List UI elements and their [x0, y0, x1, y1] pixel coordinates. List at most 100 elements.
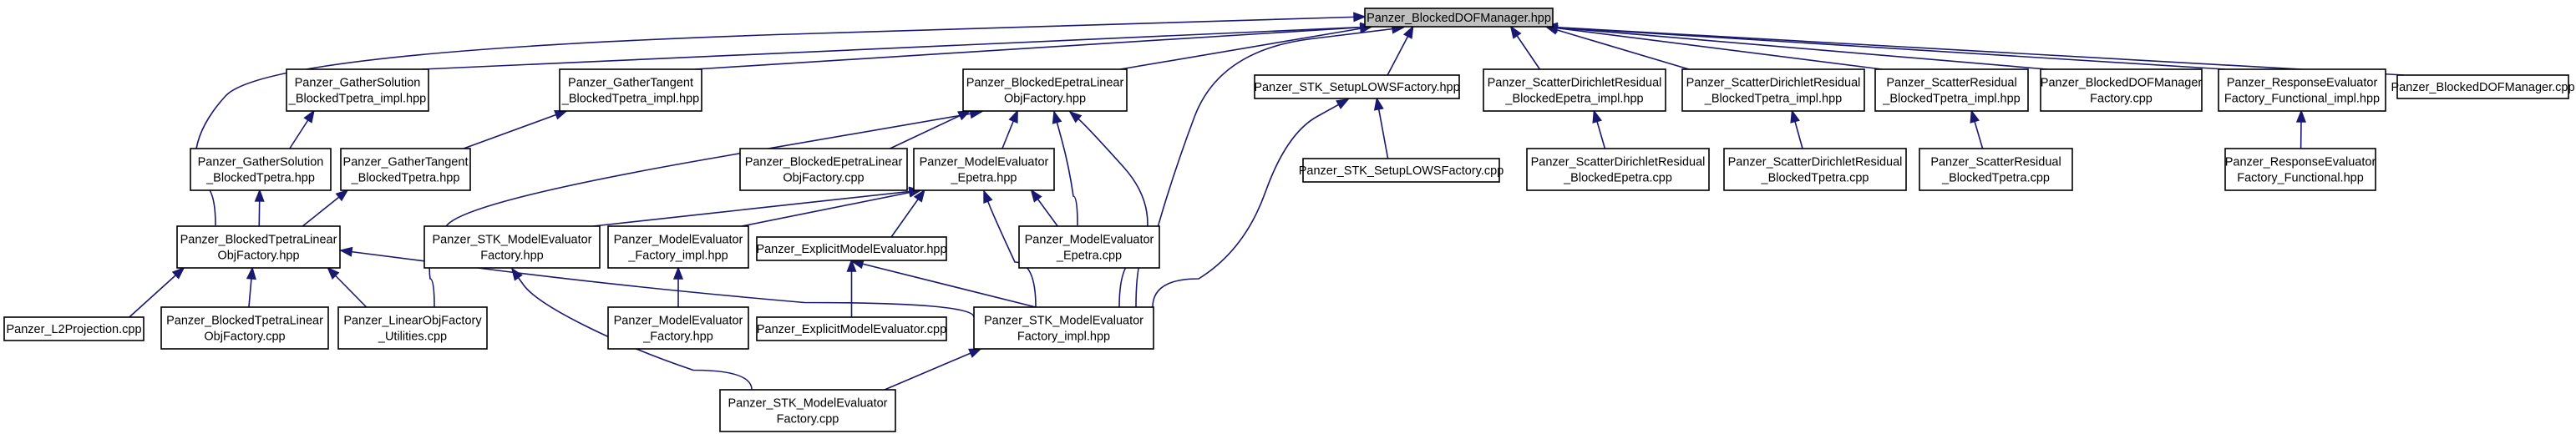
node-resp-eval-hpp[interactable]: Panzer_ResponseEvaluatorFactory_Function… [2224, 148, 2376, 191]
arrowhead [913, 189, 925, 203]
node-scatter-dir-tpetra-cpp[interactable]: Panzer_ScatterDirichletResidual_BlockedT… [1723, 148, 1907, 191]
node-box [176, 225, 341, 269]
arrowhead [2295, 109, 2306, 123]
node-label-line: Panzer_BlockedTpetraLinear [166, 315, 323, 328]
node-stk-lows[interactable]: Panzer_STK_SetupLOWSFactory.hpp [1254, 74, 1460, 99]
node-label-line: ObjFactory.hpp [1004, 93, 1086, 106]
arrowhead [1373, 97, 1384, 111]
node-label-line: Panzer_STK_SetupLOWSFactory.hpp [1254, 81, 1459, 94]
node-box [1681, 68, 1865, 112]
arrowhead [171, 266, 185, 280]
edge-gs_impl-to-root [421, 22, 1373, 70]
edge-scatter_dir_epetra_cpp-to-scatter_dir_epetra_impl [1592, 109, 1606, 149]
node-box [340, 148, 471, 191]
node-label-line: Panzer_L2Projection.cpp [6, 323, 141, 336]
edge-explicit_me_hpp-to-me_epetra_hpp [890, 189, 925, 238]
node-box [739, 148, 908, 191]
edge-bdof_cpp-to-root [1544, 22, 2405, 76]
node-me-factory-impl[interactable]: Panzer_ModelEvaluator_Factory_impl.hpp [607, 225, 749, 269]
node-label-line: Panzer_ResponseEvaluator [2227, 77, 2378, 90]
edge-stk_me_factory_hpp-to-me_epetra_hpp [592, 186, 922, 227]
node-box [160, 306, 329, 350]
node-scatter-dir-epetra-cpp[interactable]: Panzer_ScatterDirichletResidual_BlockedE… [1526, 148, 1710, 191]
node-me-factory-hpp[interactable]: Panzer_ModelEvaluator_Factory.hpp [607, 306, 749, 350]
node-box [1254, 74, 1460, 99]
node-box [1364, 8, 1554, 28]
node-label-line: ObjFactory.hpp [217, 250, 299, 263]
node-lof-util-cpp[interactable]: Panzer_LinearObjFactory_Utilities.cpp [337, 306, 488, 350]
node-gs-impl[interactable]: Panzer_GatherSolution_BlockedTpetra_impl… [286, 68, 429, 112]
edge-resp_eval_hpp-to-resp_eval_impl [2295, 109, 2306, 149]
node-scatter-res-tpetra-cpp[interactable]: Panzer_ScatterResidual_BlockedTpetra.cpp [1919, 148, 2073, 191]
node-gs-hpp[interactable]: Panzer_GatherSolution_BlockedTpetra.hpp [190, 148, 332, 191]
node-stk-me-factory-impl[interactable]: Panzer_STK_ModelEvaluatorFactory_impl.hp… [973, 306, 1154, 350]
edge-scatter_dir_epetra_impl-to-root [1509, 25, 1541, 70]
arrowhead [1970, 109, 1980, 124]
edge-stk_me_factory_impl-to-me_epetra_hpp [983, 189, 1037, 308]
edge-lof_util_cpp-to-btpetra_lof [327, 266, 368, 308]
node-bdof-cpp[interactable]: Panzer_BlockedDOFManager.cpp [2391, 74, 2575, 99]
node-gt-hpp[interactable]: Panzer_GatherTangent_BlockedTpetra.hpp [340, 148, 471, 191]
arrowhead [335, 189, 349, 202]
arrowhead [846, 259, 857, 272]
node-label-line: Panzer_BlockedTpetraLinear [180, 234, 337, 247]
node-label-line: Panzer_GatherSolution [295, 77, 421, 90]
node-box [962, 68, 1128, 112]
arrowhead [1592, 109, 1602, 124]
node-layer: Panzer_BlockedDOFManager.hppPanzer_Gathe… [3, 8, 2575, 432]
node-scatter-res-tpetra-impl[interactable]: Panzer_ScatterResidual_BlockedTpetra_imp… [1874, 68, 2029, 112]
node-scatter-dir-tpetra-impl[interactable]: Panzer_ScatterDirichletResidual_BlockedT… [1681, 68, 1865, 112]
node-box [719, 389, 896, 432]
node-label-line: Panzer_BlockedEpetraLinear [966, 77, 1124, 90]
arrowhead [968, 348, 982, 358]
node-box [756, 316, 947, 341]
node-me-epetra-cpp[interactable]: Panzer_ModelEvaluator_Epetra.cpp [1018, 225, 1160, 269]
node-box [1018, 225, 1160, 269]
edge-layer [129, 12, 2405, 391]
edge-stk_me_factory_impl-to-bepetra_lof [1068, 110, 1149, 308]
node-me-epetra-hpp[interactable]: Panzer_ModelEvaluator_Epetra.hpp [913, 148, 1055, 191]
node-explicit-me-cpp[interactable]: Panzer_ExplicitModelEvaluator.cpp [756, 316, 947, 341]
edge-explicit_me_cpp-to-explicit_me_hpp [846, 259, 857, 317]
node-label-line: Panzer_ScatterResidual [1930, 156, 2061, 169]
node-label-line: Panzer_ModelEvaluator [614, 315, 743, 328]
edge-stk_me_factory_impl-to-stk_lows [1152, 98, 1350, 308]
node-stk-lows-cpp[interactable]: Panzer_STK_SetupLOWSFactory.cpp [1299, 158, 1504, 183]
node-box [2040, 68, 2203, 112]
node-root: Panzer_BlockedDOFManager.hpp [1364, 8, 1554, 28]
node-box [190, 148, 332, 191]
edge-bepetra_lof_cpp-to-bepetra_lof [890, 110, 971, 149]
node-scatter-dir-epetra-impl[interactable]: Panzer_ScatterDirichletResidual_BlockedE… [1483, 68, 1666, 112]
arrowhead [339, 246, 353, 257]
node-label-line: Factory.cpp [2090, 93, 2153, 106]
node-label-line: Panzer_ModelEvaluator [920, 156, 1049, 169]
node-gt-impl[interactable]: Panzer_GatherTangent_BlockedTpetra_impl.… [559, 68, 702, 112]
node-label-line: Panzer_ScatterDirichletResidual [1686, 77, 1861, 90]
node-l2proj-cpp[interactable]: Panzer_L2Projection.cpp [3, 316, 145, 341]
node-box [607, 306, 749, 350]
arrowhead [1509, 25, 1522, 39]
node-label-line: _BlockedEpetra_impl.hpp [1504, 93, 1643, 106]
node-box [607, 225, 749, 269]
node-label-line: Panzer_GatherTangent [343, 156, 469, 169]
edge-btpetra_lof-to-root [195, 12, 1367, 226]
edge-lof_util_cpp-to-bepetra_lof [428, 108, 983, 308]
node-label-line: Factory_impl.hpp [1017, 331, 1110, 344]
node-box [756, 236, 947, 261]
node-label-line: Panzer_STK_ModelEvaluator [728, 397, 887, 411]
node-box [2218, 68, 2386, 112]
node-resp-eval-impl[interactable]: Panzer_ResponseEvaluatorFactory_Function… [2218, 68, 2386, 112]
node-explicit-me-hpp[interactable]: Panzer_ExplicitModelEvaluator.hpp [756, 236, 947, 261]
edge-scatter_dir_tpetra_cpp-to-scatter_dir_tpetra_impl [1790, 109, 1803, 149]
edge-me_factory_hpp-to-me_factory_impl [672, 266, 684, 307]
node-box [2224, 148, 2376, 191]
edge-btpetra_lof-to-gs_hpp [254, 189, 265, 227]
